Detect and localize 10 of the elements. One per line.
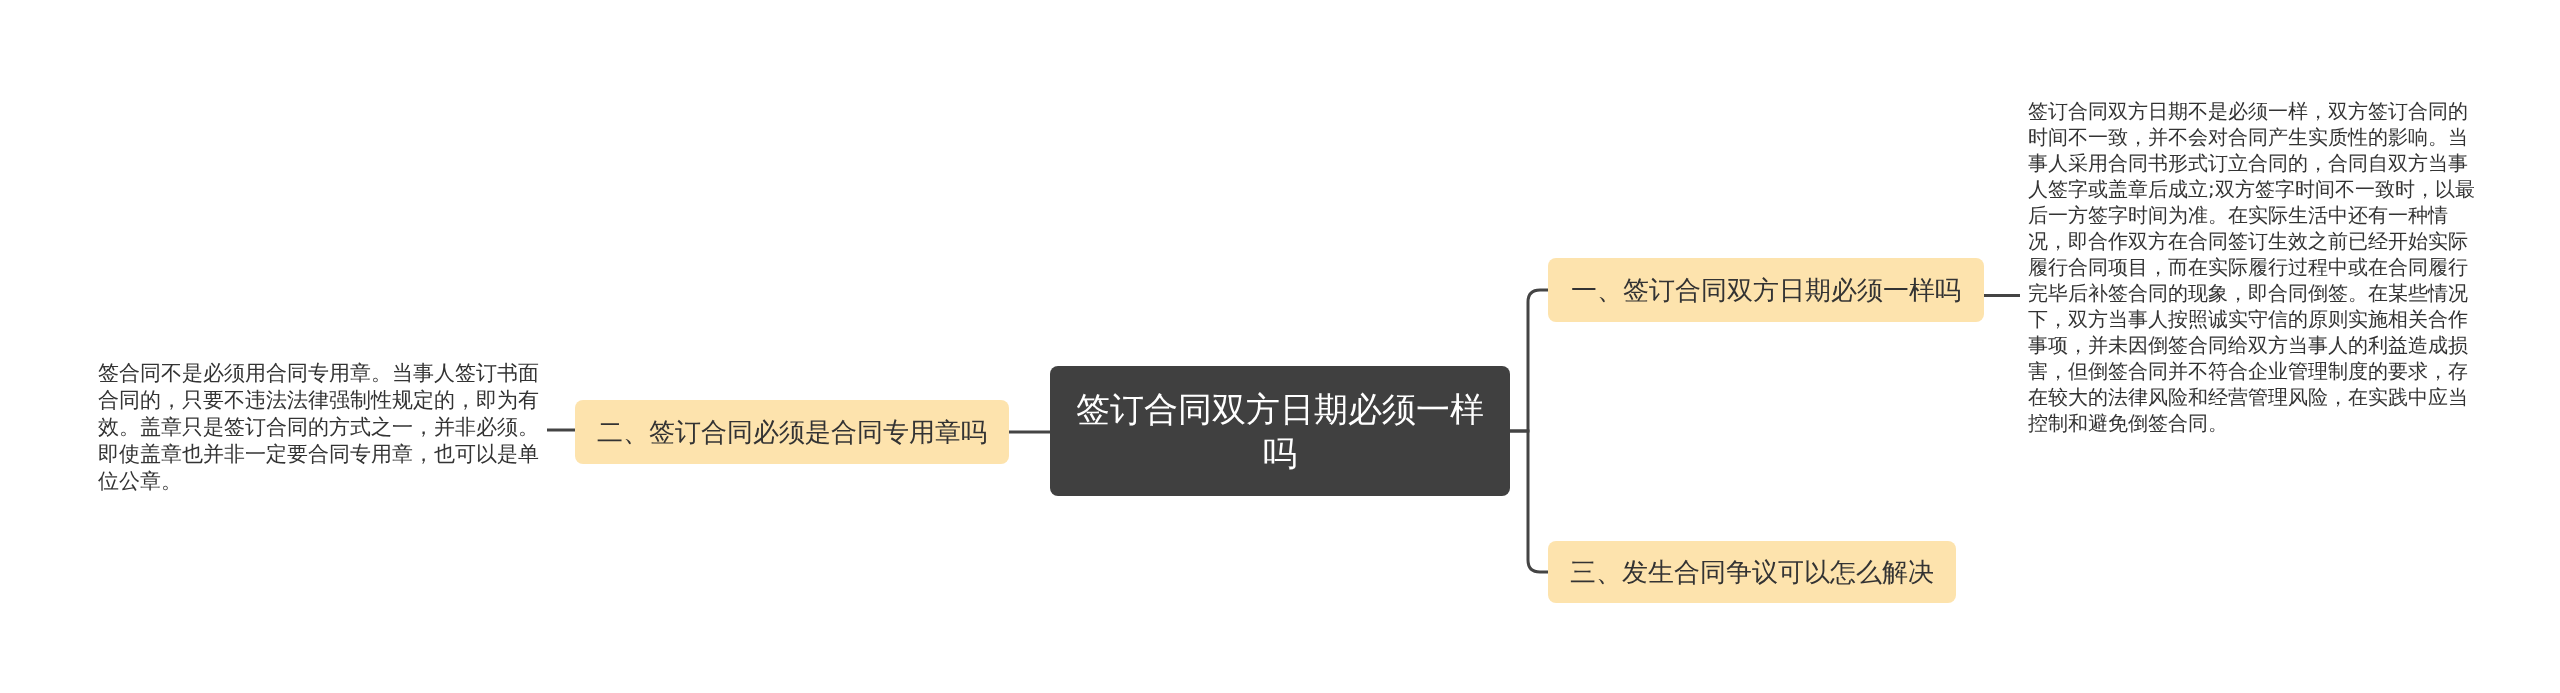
topic-box: 三、发生合同争议可以怎么解决 bbox=[1548, 541, 1956, 603]
connector-line bbox=[1009, 430, 1050, 434]
connector-line bbox=[1510, 429, 1548, 574]
topic-box: 二、签订合同必须是合同专用章吗 bbox=[575, 400, 1009, 464]
root-topic-box: 签订合同双方日期必须一样吗 bbox=[1050, 366, 1510, 496]
topic-box: 一、签订合同双方日期必须一样吗 bbox=[1548, 258, 1984, 322]
note-text: 签订合同双方日期不是必须一样，双方签订合同的时间不一致，并不会对合同产生实质性的影响。当事人采用合同书形式订立合同的，合同自双方当事人签字或盖章后成立;双方签字时间不一致时，以最后一方签字时间为准。在实际生活中还有一种情况，即合作双方在合同签订生效之前已经开始实际履行合同项目，而在实际履行过程中或在合同履行完毕后补签合同的现象，即合同倒签。在某些情况下，双方当事人按照诚实守信的原则实施相关合作事项，并未因倒签合同给双方当事人的利益造成损害，但倒签合同并不符合企业管理制度的要求，存在较大的法律风险和经营管理风险，在实践中应当控制和避免倒签合同。 bbox=[2028, 98, 2483, 493]
note-text: 签合同不是必须用合同专用章。当事人签订书面合同的，只要不违法法律强制性规定的，即为有效。盖章只是签订合同的方式之一，并非必须。即使盖章也并非一定要合同专用章，也可以是单位公章。 bbox=[98, 360, 543, 500]
connector-line bbox=[1984, 294, 2020, 297]
connector-line bbox=[547, 428, 575, 432]
